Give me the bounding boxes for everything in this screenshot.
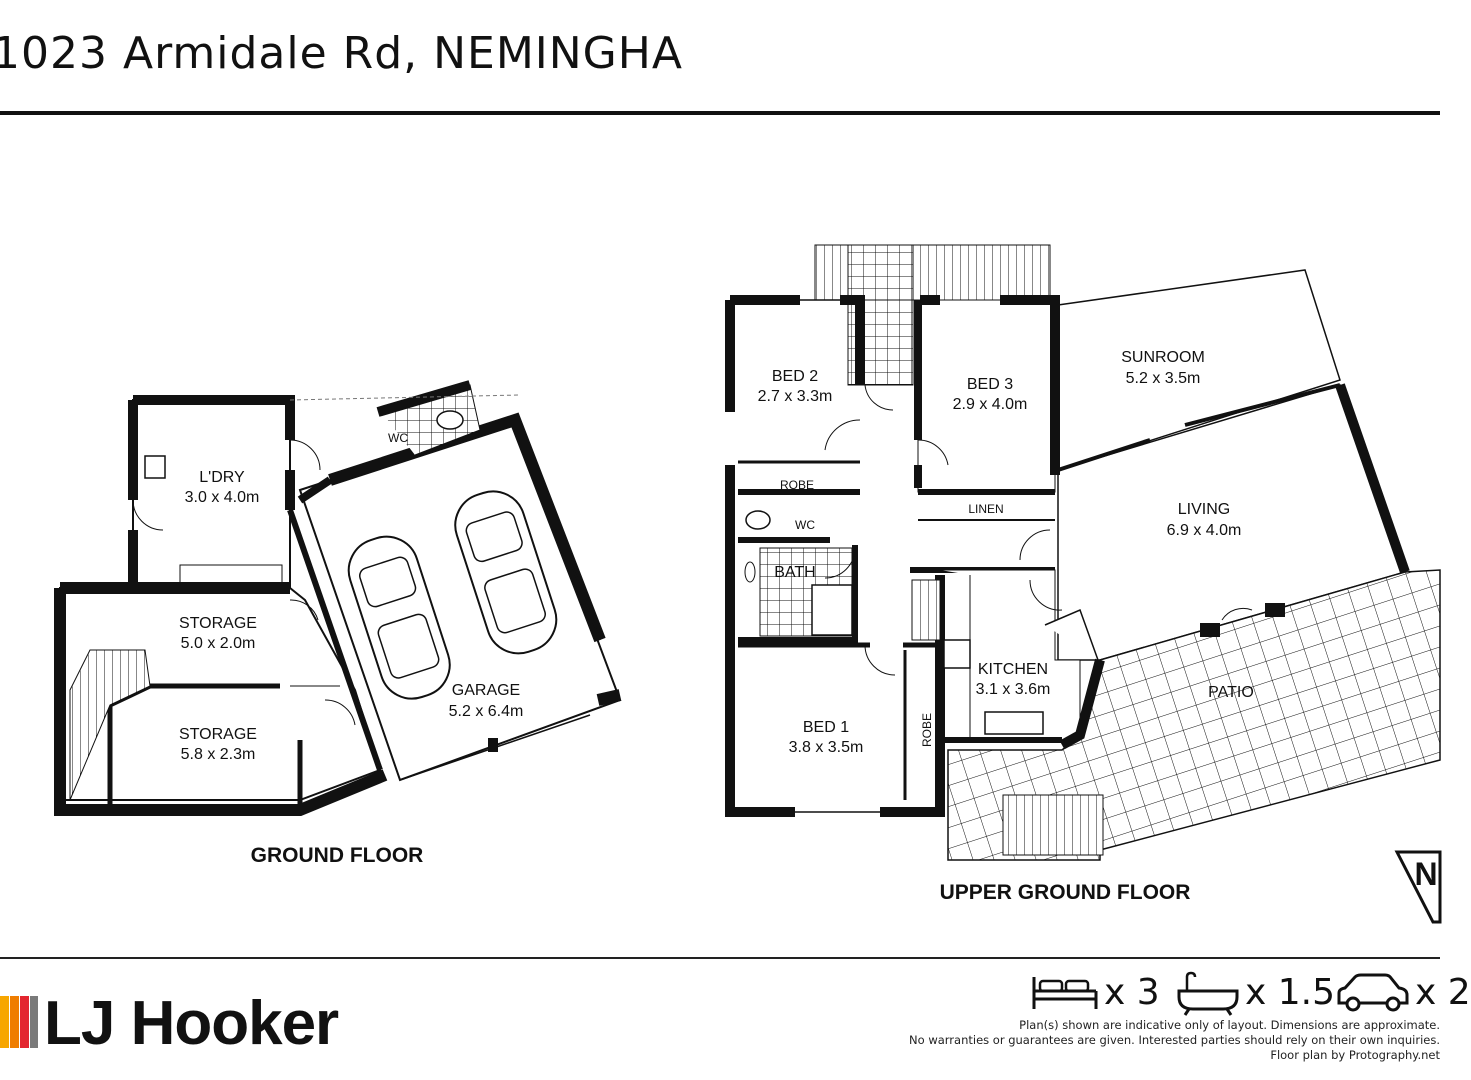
- cooktop-icon: [943, 639, 971, 669]
- room-living-name: LIVING: [1178, 501, 1230, 518]
- ground-floor-label: GROUND FLOOR: [251, 844, 424, 867]
- upper-wc-label: WC: [795, 518, 815, 532]
- car-2-icon: [454, 490, 558, 655]
- footer-divider: [0, 957, 1440, 959]
- upper-floor-label: UPPER GROUND FLOOR: [940, 881, 1191, 904]
- floor-plan: L'DRY 3.0 x 4.0m STORAGE 5.0 x 2.0m STOR…: [54, 244, 1442, 924]
- disclaimer-line-3: Floor plan by Protography.net: [1270, 1048, 1440, 1062]
- room-storage-2-name: STORAGE: [179, 726, 257, 743]
- disclaimer-line-2: No warranties or guarantees are given. I…: [909, 1033, 1440, 1047]
- header-divider: [0, 111, 1440, 115]
- room-laundry-size: 3.0 x 4.0m: [185, 489, 260, 506]
- ground-floor-plan: [54, 380, 622, 816]
- room-garage-size: 5.2 x 6.4m: [449, 703, 524, 720]
- room-sunroom-name: SUNROOM: [1121, 349, 1205, 366]
- feature-bathrooms: x 1.5: [1175, 962, 1335, 1022]
- bedroom-count: x 3: [1104, 971, 1160, 1013]
- room-bed-2-name: BED 2: [772, 368, 818, 385]
- room-storage-1-size: 5.0 x 2.0m: [181, 635, 256, 652]
- page-title: 1023 Armidale Rd, NEMINGHA: [0, 28, 683, 79]
- bath-label: BATH: [774, 564, 815, 581]
- feature-bedrooms: x 3: [1030, 962, 1160, 1022]
- disclaimer-line-1: Plan(s) shown are indicative only of lay…: [1019, 1018, 1440, 1032]
- kitchen-sink-icon: [984, 711, 1044, 735]
- bed-icon: [1032, 977, 1098, 1009]
- robe-label-bed-1: ROBE: [920, 713, 934, 747]
- room-kitchen-size: 3.1 x 3.6m: [976, 681, 1051, 698]
- feature-parking: x 2: [1335, 962, 1471, 1022]
- room-storage-1-name: STORAGE: [179, 615, 257, 632]
- linen-label: LINEN: [968, 502, 1003, 516]
- robe-label-bed-2: ROBE: [780, 478, 814, 492]
- bathroom-count: x 1.5: [1245, 971, 1335, 1013]
- car-icon: [1337, 973, 1409, 1012]
- compass-letter: N: [1414, 856, 1437, 892]
- room-bed-2-size: 2.7 x 3.3m: [758, 388, 833, 405]
- room-bed-3-name: BED 3: [967, 376, 1013, 393]
- brand-name: LJ Hooker: [44, 989, 339, 1058]
- sink-icon: [144, 455, 166, 479]
- room-garage-name: GARAGE: [452, 682, 520, 699]
- ground-wc-label: WC: [388, 431, 408, 445]
- room-sunroom-size: 5.2 x 3.5m: [1126, 370, 1201, 387]
- room-kitchen-name: KITCHEN: [978, 661, 1048, 678]
- room-bed-3-size: 2.9 x 4.0m: [953, 396, 1028, 413]
- room-storage-2-size: 5.8 x 2.3m: [181, 746, 256, 763]
- room-bed-1-size: 3.8 x 3.5m: [789, 739, 864, 756]
- room-laundry-name: L'DRY: [199, 469, 245, 486]
- patio-label: PATIO: [1208, 684, 1254, 701]
- room-bed-1-name: BED 1: [803, 719, 849, 736]
- room-living-size: 6.9 x 4.0m: [1167, 522, 1242, 539]
- lj-hooker-logo-icon: [0, 996, 38, 1048]
- upper-floor-plan: [725, 244, 1441, 861]
- car-1-icon: [347, 535, 451, 700]
- bath-icon: [1177, 971, 1239, 1016]
- compass-north-icon: N: [1394, 850, 1442, 924]
- parking-count: x 2: [1415, 971, 1471, 1013]
- disclaimer: Plan(s) shown are indicative only of lay…: [880, 1018, 1440, 1063]
